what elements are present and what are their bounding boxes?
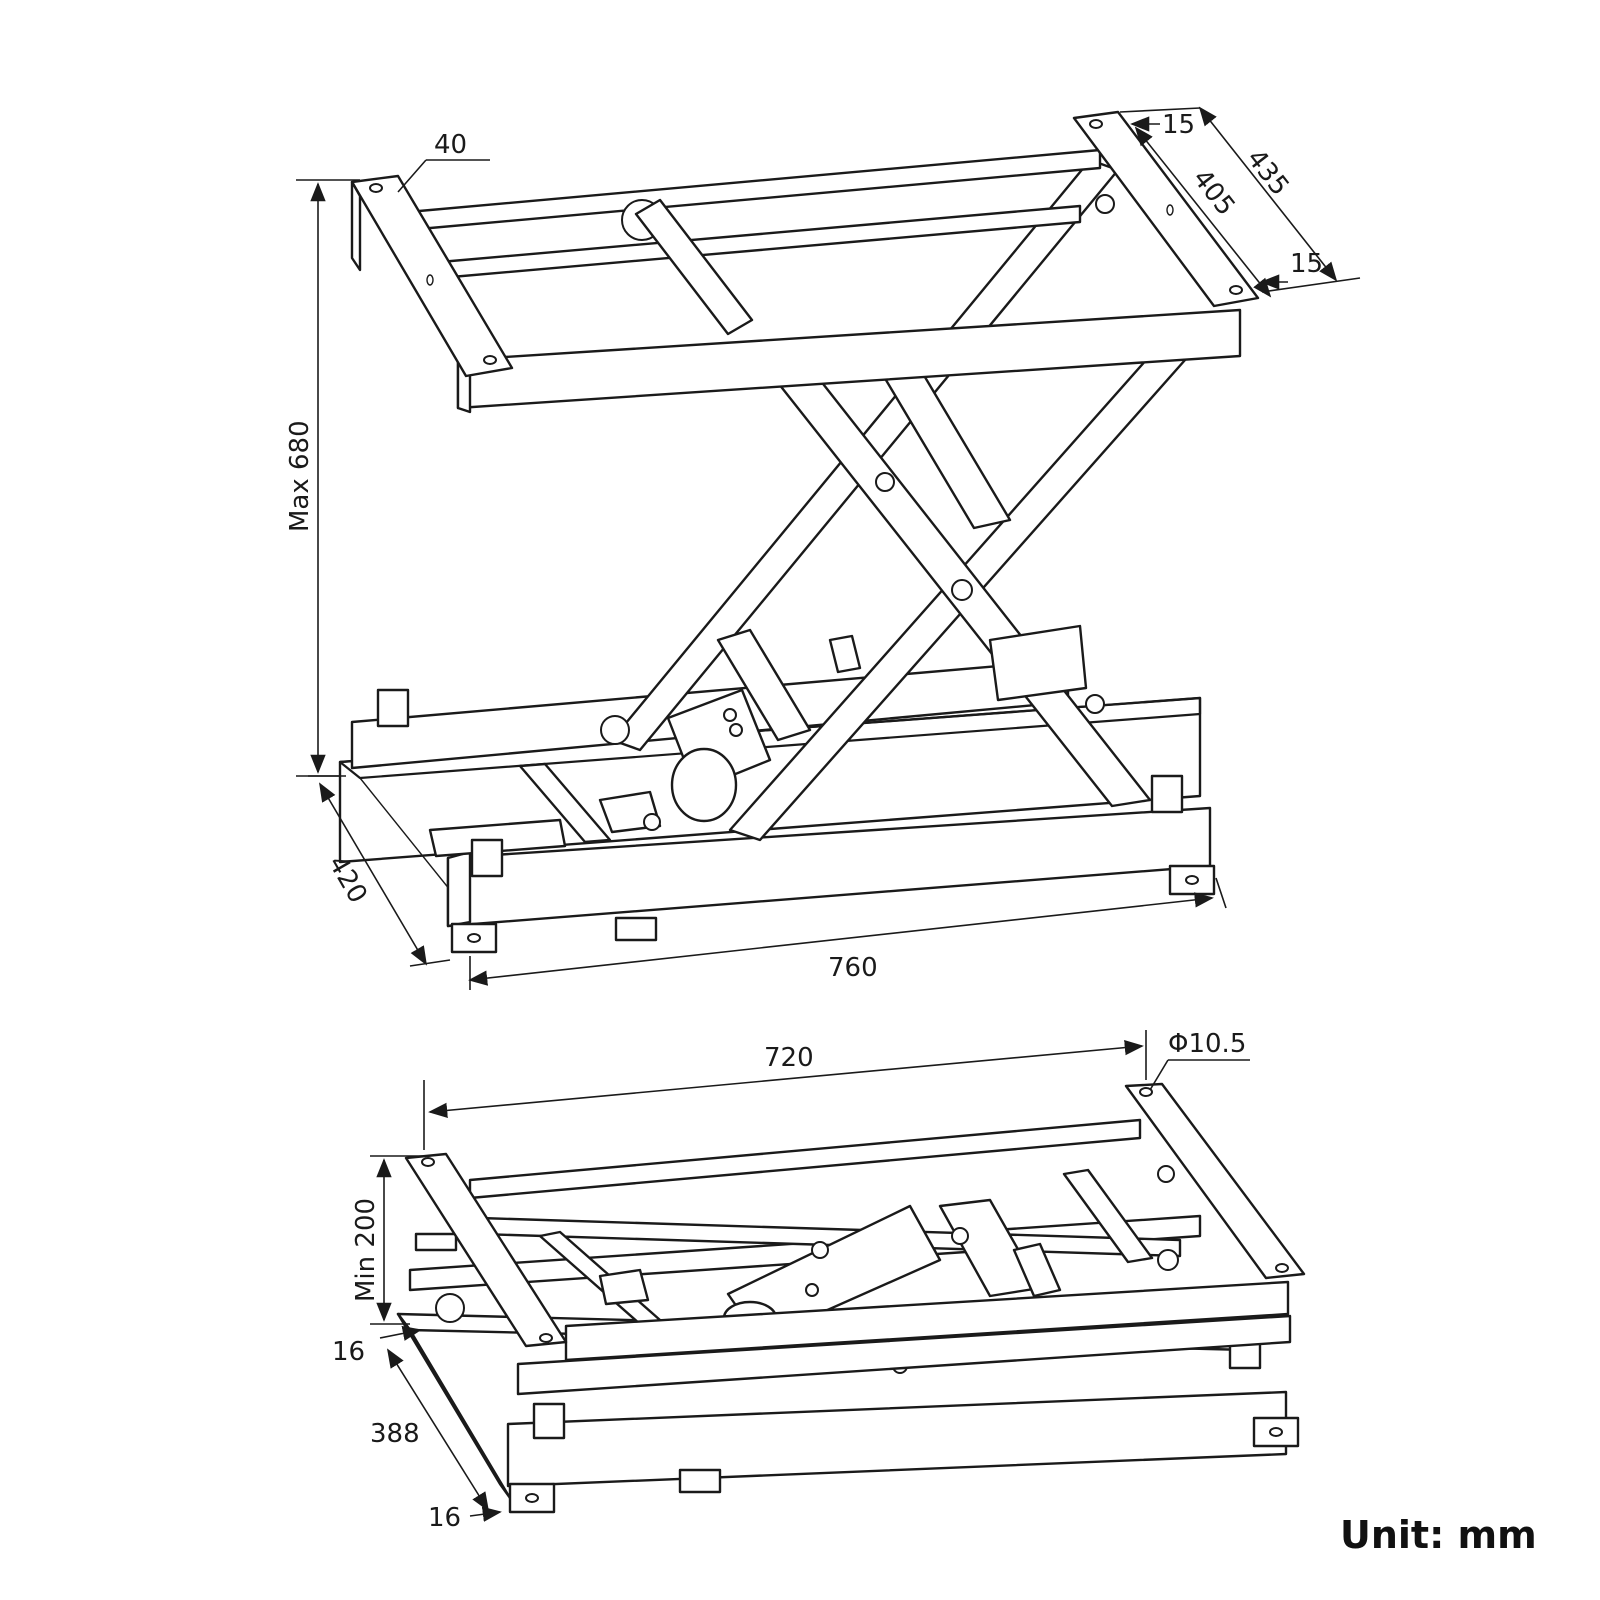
- dim-end-block: 15 435 405 15: [1119, 106, 1361, 298]
- dim-bar-width-label: 40: [434, 130, 467, 160]
- dim-min-height: Min 200: [351, 1155, 430, 1325]
- dim-min-height-label: Min 200: [351, 1198, 381, 1302]
- dim-hole-spacing: 720: [423, 1030, 1147, 1150]
- dim-margin-bottom-label: 15: [1290, 249, 1323, 279]
- dim-margin-a-label: 16: [332, 1337, 365, 1367]
- dim-max-height-label: Max 680: [285, 420, 315, 532]
- dim-hole-diameter-label: Φ10.5: [1168, 1029, 1246, 1059]
- dim-margin-b-label: 16: [428, 1503, 461, 1533]
- lift-extended-view: 40 15 435 405 15 Max 680 420: [285, 106, 1361, 990]
- dim-depth-label: 388: [370, 1419, 420, 1449]
- dim-outer-label: 435: [1240, 144, 1294, 202]
- collapsed-scissors: [408, 1165, 1202, 1342]
- dim-bar-width: 40: [397, 130, 490, 193]
- dim-hole-spacing-label: 720: [764, 1043, 814, 1073]
- unit-label: Unit: mm: [1340, 1513, 1537, 1557]
- actuator-motor: [598, 628, 862, 834]
- dim-margin-top-label: 15: [1162, 110, 1195, 140]
- dim-base-length: 760: [468, 877, 1227, 990]
- dim-collapsed-depth: 16 388 16: [332, 1325, 502, 1533]
- scissor-arms: [610, 158, 1187, 842]
- dim-max-height: Max 680: [285, 179, 360, 777]
- lift-collapsed-view: 720 Φ10.5 Min 200 16 388 16: [332, 1029, 1306, 1533]
- top-frame: [350, 110, 1260, 414]
- dim-hole-diameter: Φ10.5: [1149, 1029, 1250, 1091]
- collapsed-top-frame: [404, 1082, 1306, 1396]
- dim-base-length-label: 760: [828, 953, 878, 983]
